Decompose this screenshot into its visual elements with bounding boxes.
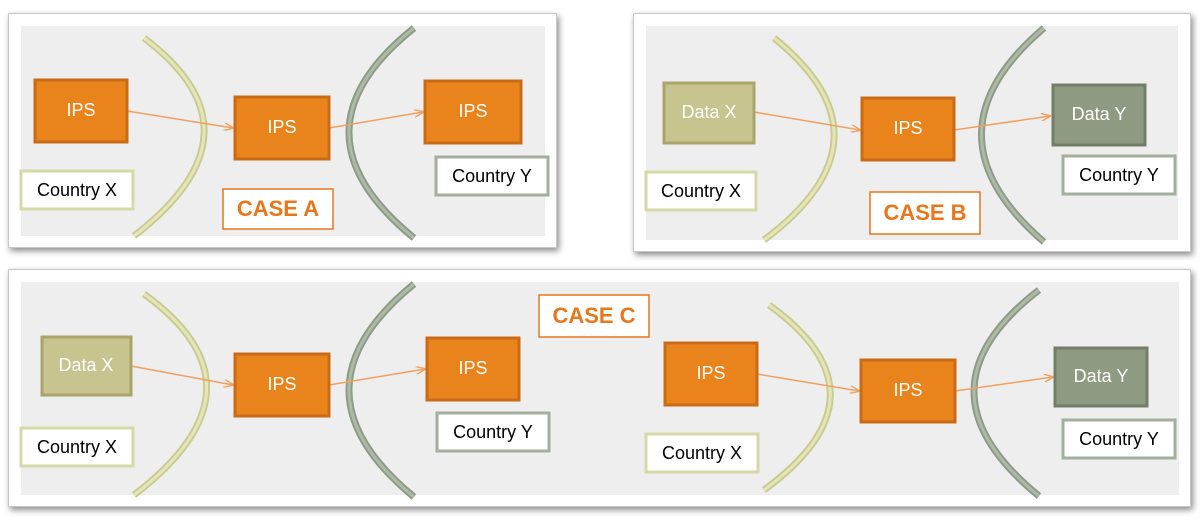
country-y-right-text: Country Y [1079,429,1159,449]
country-y-label: Country Y [434,155,550,197]
case-a-panel: IPS IPS IPS Country X Country Y CASE A [8,13,557,248]
ips-node-3: IPS [423,79,523,145]
country-x-label-right: Country X [644,432,760,474]
country-x-text: Country X [37,180,117,200]
country-x-text: Country X [661,181,741,201]
data-y-node-right-label: Data Y [1074,366,1129,386]
case-c-title-text: CASE C [552,303,635,328]
data-x-node-left: Data X [40,335,133,397]
case-a-title-text: CASE A [237,196,319,221]
ips-node-1-label: IPS [66,100,95,120]
ips-node-left-2: IPS [425,336,521,402]
ips-node-2-label: IPS [267,117,296,137]
case-b-title-text: CASE B [883,200,966,225]
arrow-right-2 [954,377,1053,392]
case-c-panel: Data X IPS IPS IPS IPS Data Y Country X [8,269,1191,507]
arrow-1 [126,110,233,128]
arrow-1 [753,111,860,130]
data-x-node-label: Data X [681,102,736,122]
ips-node-1: IPS [33,78,129,144]
case-c-diagram: Data X IPS IPS IPS IPS Data Y Country X [19,281,1179,500]
ips-node-right-1-label: IPS [696,363,725,383]
country-x-right-text: Country X [662,443,742,463]
ips-node-left-1-label: IPS [267,374,296,394]
country-x-left-text: Country X [37,437,117,457]
ips-node-3-label: IPS [458,101,487,121]
ips-node-2: IPS [233,95,331,161]
ips-node: IPS [860,96,956,162]
data-x-node-left-label: Data X [58,355,113,375]
case-b-diagram: Data X IPS Data Y Country X Country Y CA… [644,25,1178,245]
country-x-label: Country X [19,169,135,211]
arrow-right-1 [756,373,859,391]
country-y-text: Country Y [452,166,532,186]
ips-node-left-2-label: IPS [458,358,487,378]
case-a-title: CASE A [222,188,334,230]
data-y-node-right: Data Y [1053,346,1149,408]
case-a-diagram: IPS IPS IPS Country X Country Y CASE A [19,25,550,241]
ips-node-label: IPS [893,118,922,138]
arrow-2 [953,116,1050,131]
country-y-left-text: Country Y [453,422,533,442]
case-b-title: CASE B [869,191,981,235]
ips-node-right-1: IPS [663,341,759,407]
arrow-2 [328,112,423,129]
arrow-left-2 [328,369,425,386]
country-y-label-right: Country Y [1061,418,1177,460]
ips-node-left-1: IPS [233,352,331,418]
country-y-label: Country Y [1061,154,1177,196]
data-y-node: Data Y [1051,83,1147,147]
case-b-panel: Data X IPS Data Y Country X Country Y CA… [633,13,1191,252]
country-y-text: Country Y [1079,165,1159,185]
country-x-label: Country X [644,170,758,212]
data-x-node: Data X [662,81,756,145]
ips-node-right-2: IPS [859,358,957,424]
data-y-node-label: Data Y [1072,104,1127,124]
country-x-label-left: Country X [19,426,135,468]
country-y-label-left: Country Y [435,411,551,453]
case-c-title: CASE C [538,294,650,338]
ips-node-right-2-label: IPS [893,380,922,400]
arrow-left-1 [130,365,233,385]
